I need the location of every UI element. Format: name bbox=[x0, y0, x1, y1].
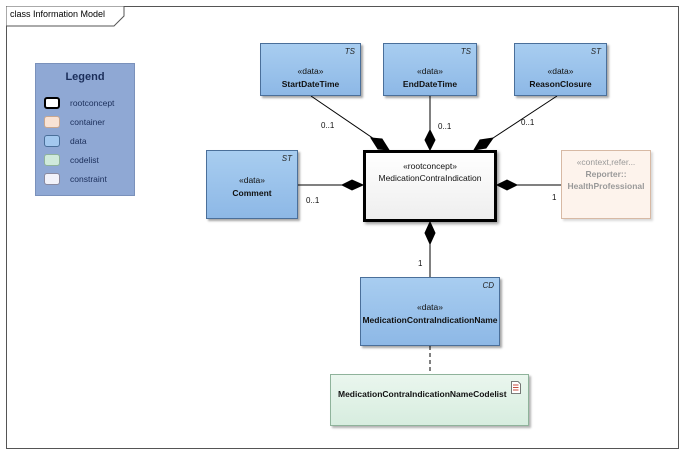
class-name: MedicationContraIndicationName bbox=[362, 315, 498, 325]
class-context-reporter[interactable]: «context,refer... Reporter:: HealthProfe… bbox=[561, 150, 651, 219]
class-reason-closure[interactable]: ST «data» ReasonClosure bbox=[514, 43, 607, 96]
class-end-date-time[interactable]: TS «data» EndDateTime bbox=[383, 43, 477, 96]
legend-label: codelist bbox=[70, 155, 99, 165]
class-name: EndDateTime bbox=[402, 79, 458, 89]
legend-swatch-rootconcept bbox=[44, 97, 60, 109]
stereotype-label: «context,refer... bbox=[576, 157, 636, 167]
multiplicity-reason: 0..1 bbox=[521, 118, 535, 127]
type-tag: ST bbox=[590, 47, 601, 56]
legend-label: container bbox=[70, 117, 105, 127]
multiplicity-end: 0..1 bbox=[438, 122, 452, 131]
class-root-medication-contra-indication[interactable]: «rootconcept» MedicationContraIndication bbox=[363, 150, 497, 222]
legend-swatch-container bbox=[44, 116, 60, 128]
class-name-qualifier: Reporter:: bbox=[585, 169, 627, 179]
multiplicity-context: 1 bbox=[552, 193, 557, 202]
composition-diamond-reason bbox=[473, 137, 495, 151]
stereotype-label: «data» bbox=[547, 66, 574, 76]
multiplicity-comment: 0..1 bbox=[306, 196, 320, 205]
frame-title-tab bbox=[6, 6, 125, 27]
document-icon bbox=[511, 381, 521, 394]
stereotype-label: «data» bbox=[417, 66, 443, 76]
stereotype-label: «data» bbox=[417, 302, 443, 312]
stereotype-label: «rootconcept» bbox=[403, 161, 457, 171]
multiplicity-start: 0..1 bbox=[321, 121, 335, 130]
composition-diamond-end bbox=[424, 128, 436, 152]
edge-start-root bbox=[310, 95, 381, 144]
class-start-date-time[interactable]: TS «data» StartDateTime bbox=[260, 43, 361, 96]
class-name: MedicationContraIndication bbox=[378, 173, 482, 183]
multiplicity-name: 1 bbox=[418, 259, 423, 268]
legend-panel: Legend rootconcept container data codeli… bbox=[35, 63, 135, 196]
class-comment[interactable]: ST «data» Comment bbox=[206, 150, 298, 219]
type-tag: TS bbox=[344, 47, 355, 56]
composition-diamond-start bbox=[370, 137, 390, 151]
composition-diamond-comment bbox=[340, 179, 365, 191]
legend-label: data bbox=[70, 136, 87, 146]
legend-title: Legend bbox=[65, 71, 105, 83]
legend-label: constraint bbox=[70, 174, 107, 184]
class-codelist[interactable]: MedicationContraIndicationNameCodelist bbox=[330, 374, 529, 426]
frame-title: class Information Model bbox=[10, 9, 106, 19]
class-name: MedicationContraIndicationNameCodelist bbox=[338, 389, 507, 399]
edge-reason-root bbox=[486, 95, 558, 143]
legend-label: rootconcept bbox=[70, 98, 115, 108]
type-tag: CD bbox=[482, 281, 494, 290]
composition-diamond-name bbox=[424, 220, 436, 246]
class-name: StartDateTime bbox=[281, 79, 340, 89]
class-name: HealthProfessional bbox=[567, 181, 645, 191]
legend-swatch-data bbox=[44, 135, 60, 147]
composition-diamond-context bbox=[495, 179, 519, 191]
stereotype-label: «data» bbox=[239, 175, 265, 185]
stereotype-label: «data» bbox=[297, 66, 324, 76]
class-name: Comment bbox=[232, 188, 272, 198]
diagram-frame bbox=[6, 6, 679, 449]
legend-swatch-constraint bbox=[44, 173, 60, 185]
type-tag: ST bbox=[281, 154, 292, 163]
type-tag: TS bbox=[460, 47, 471, 56]
legend-swatch-codelist bbox=[44, 154, 60, 166]
class-name: ReasonClosure bbox=[529, 79, 592, 89]
class-medication-contra-indication-name[interactable]: CD «data» MedicationContraIndicationName bbox=[360, 277, 500, 346]
